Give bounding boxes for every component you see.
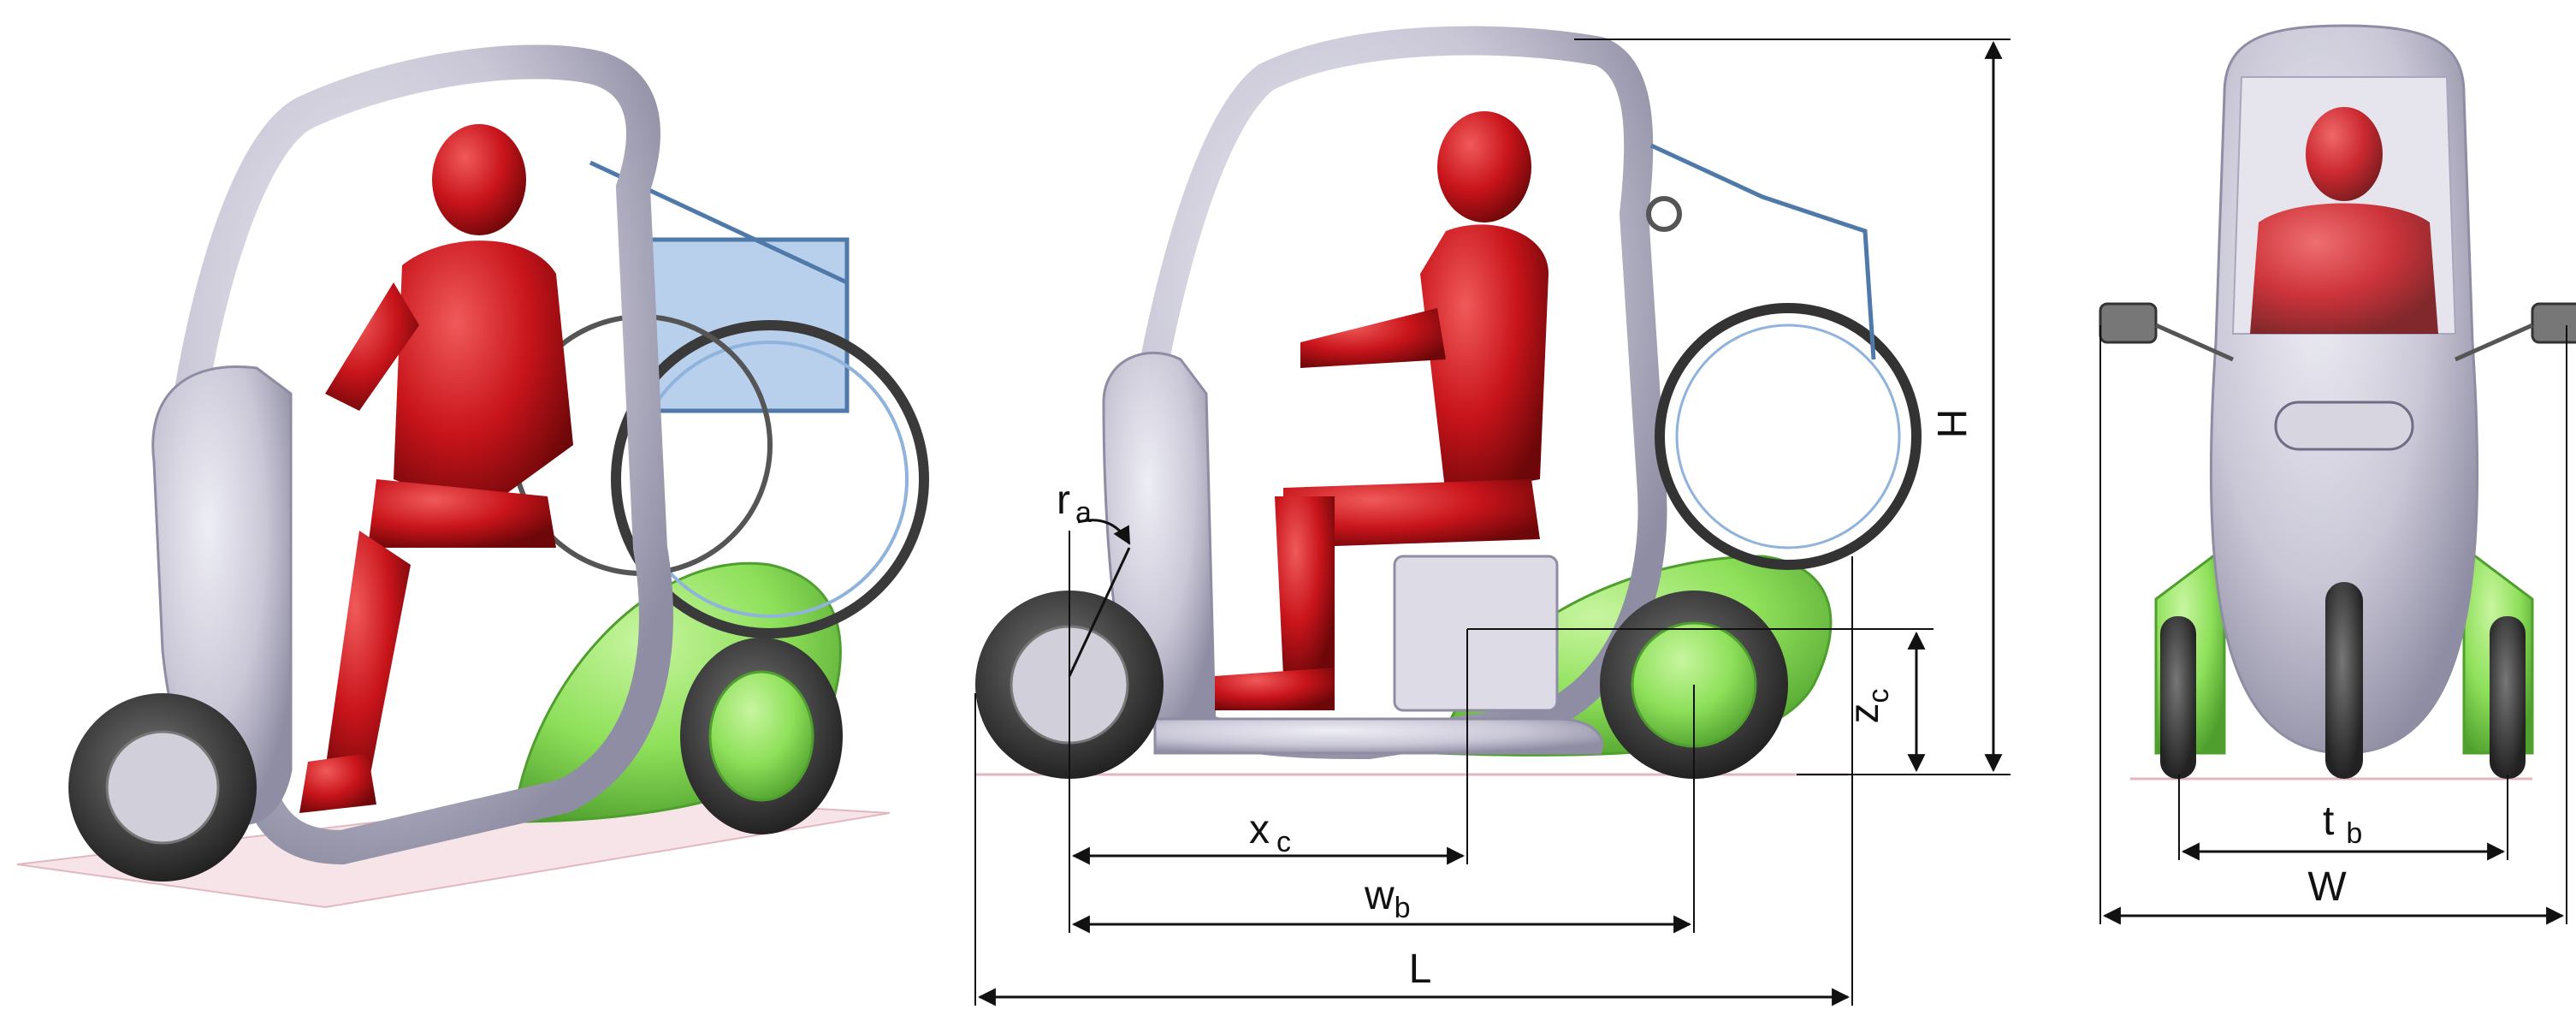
label-wb: wb <box>1364 873 1411 924</box>
label-H: H <box>1928 409 1974 439</box>
rear-wheel <box>680 638 843 834</box>
dim-ra-leader <box>1068 547 1131 677</box>
side-floor <box>1153 717 1603 755</box>
mannequin <box>299 124 573 813</box>
front-mannequin <box>2250 107 2438 334</box>
front-view-center-wheel <box>2325 582 2363 779</box>
dim-ra-arc <box>1077 519 1131 545</box>
headlamp <box>2274 401 2414 451</box>
label-W: W <box>2307 864 2347 910</box>
wheelchair <box>511 160 929 638</box>
front-dimension-lines <box>2099 325 2567 925</box>
front-view-left-wheel <box>2160 616 2196 779</box>
label-L: L <box>1409 947 1432 992</box>
side-dimension-lines <box>974 39 2010 1006</box>
vehicle-canopy <box>162 45 673 865</box>
seat-box <box>1393 555 1559 712</box>
label-zc: zc <box>1842 689 1895 724</box>
front-view-right-wheel <box>2490 616 2526 779</box>
side-wheelchair <box>1646 143 1922 570</box>
mirror-right <box>2531 302 2576 344</box>
front-wheel <box>68 693 257 882</box>
side-mannequin <box>1215 111 1549 710</box>
perspective-view <box>16 45 929 909</box>
mirror-left <box>2099 302 2158 344</box>
